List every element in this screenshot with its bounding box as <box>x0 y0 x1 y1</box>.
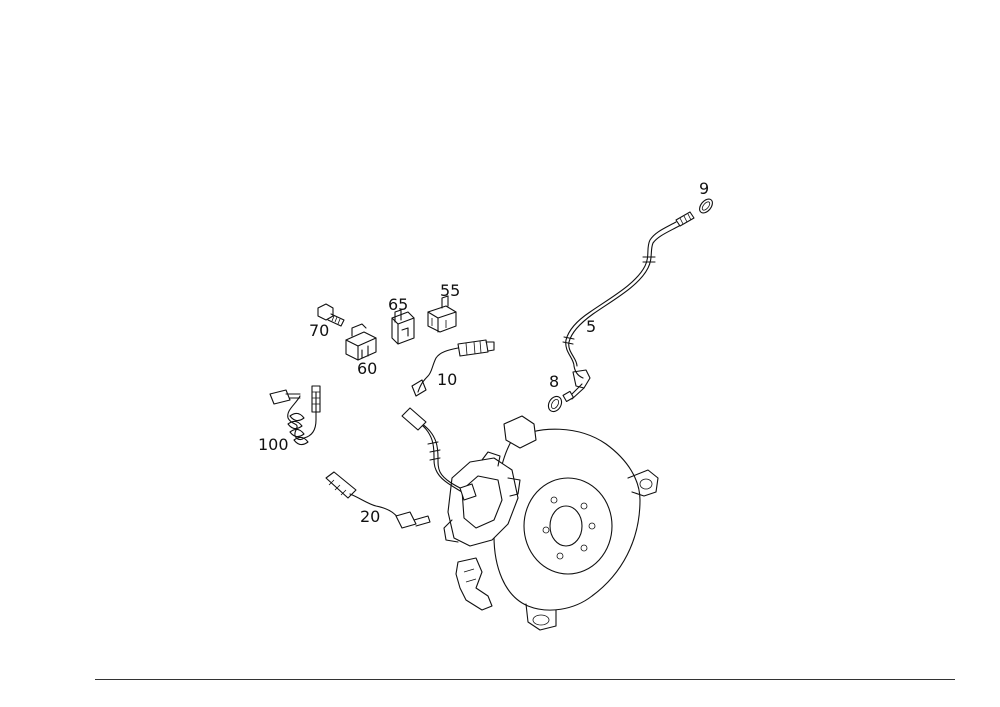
part-10-sensor <box>411 339 495 397</box>
label-part-10: 10 <box>437 370 458 389</box>
part-20-wear-sensor <box>325 471 431 529</box>
label-part-20: 20 <box>360 507 381 526</box>
label-part-8: 8 <box>549 372 560 391</box>
part-8-seal-ring <box>547 395 563 413</box>
part-9-seal-ring <box>699 198 713 214</box>
part-100-coiled-cable <box>269 385 321 446</box>
label-part-100: 100 <box>258 435 289 454</box>
label-part-5: 5 <box>586 317 597 336</box>
footer-divider <box>95 679 955 680</box>
part-65-bracket <box>391 309 415 345</box>
label-part-65: 65 <box>388 295 409 314</box>
label-part-60: 60 <box>357 359 378 378</box>
part-5-sensor-cable <box>562 211 695 403</box>
label-part-55: 55 <box>440 281 461 300</box>
part-70-bolt <box>317 303 345 327</box>
brake-disc-assembly <box>401 407 659 631</box>
part-55-clip <box>427 295 457 333</box>
label-part-70: 70 <box>309 321 330 340</box>
part-60-holder <box>345 323 377 361</box>
label-part-9: 9 <box>699 179 710 198</box>
